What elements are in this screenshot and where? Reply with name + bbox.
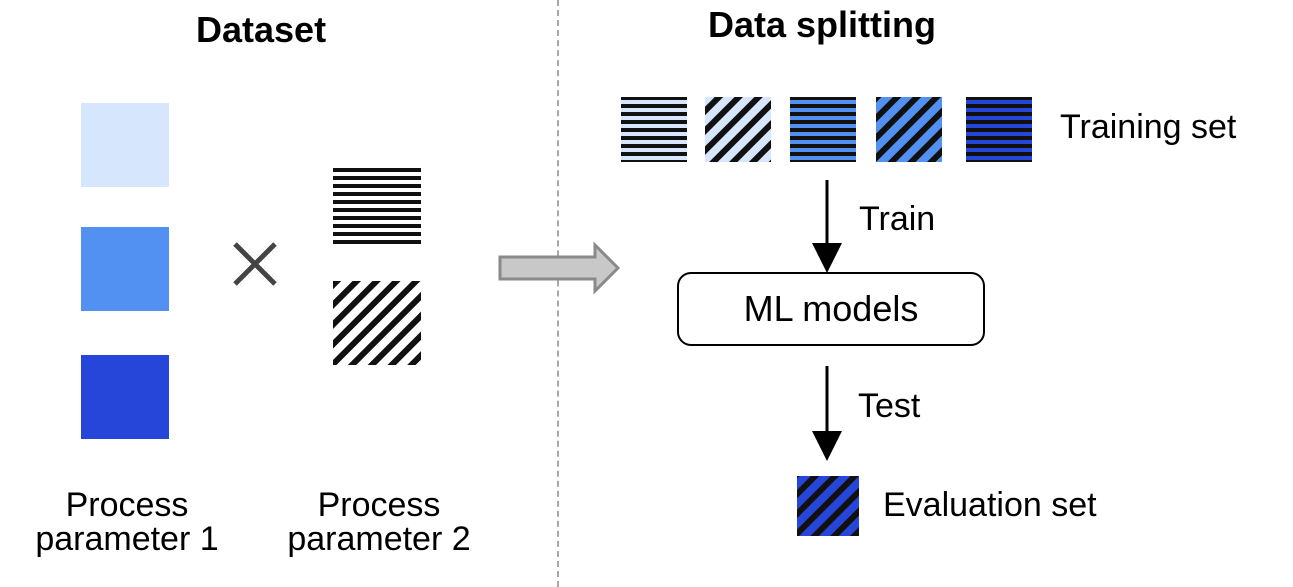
process-parameter-1-caption: Process parameter 1 (35, 486, 219, 558)
process-parameter-2-caption: Process parameter 2 (287, 486, 471, 558)
training-square-1 (621, 97, 687, 162)
panel-divider (557, 0, 559, 587)
color-square-light (81, 103, 169, 187)
color-square-medium (81, 227, 169, 311)
pattern-square-diagonal-fill (333, 281, 421, 365)
test-label: Test (858, 387, 921, 425)
evaluation-set-label: Evaluation set (883, 486, 1097, 524)
training-square-3 (790, 97, 856, 162)
ml-models-box: ML models (677, 272, 985, 346)
evaluation-square (797, 476, 859, 536)
data-splitting-title: Data splitting (708, 4, 937, 45)
training-square-5 (966, 97, 1032, 162)
color-square-dark (81, 355, 169, 439)
training-set-label: Training set (1060, 108, 1237, 146)
multiply-icon (233, 242, 277, 286)
right-arrow-icon (498, 241, 621, 295)
dataset-title: Dataset (196, 9, 327, 50)
training-square-4 (876, 97, 942, 162)
pattern-square-horizontal (333, 164, 421, 246)
training-square-2 (705, 97, 771, 162)
train-label: Train (859, 200, 936, 238)
